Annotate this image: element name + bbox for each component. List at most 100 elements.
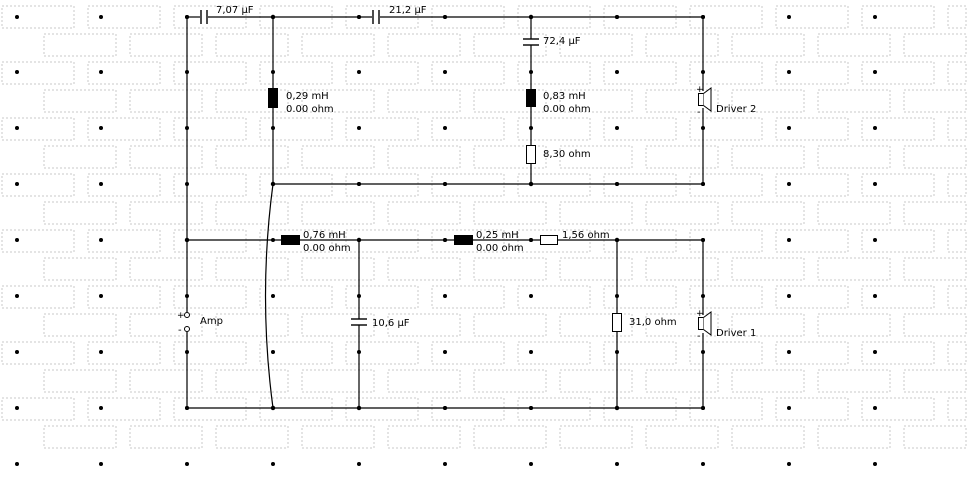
grid-dot bbox=[787, 238, 791, 242]
grid-dot bbox=[529, 462, 533, 466]
placeholder-block bbox=[1, 229, 75, 253]
grid-dot bbox=[873, 350, 877, 354]
placeholder-block bbox=[947, 173, 967, 197]
placeholder-block bbox=[861, 285, 935, 309]
placeholder-block bbox=[431, 61, 505, 85]
grid-dot bbox=[873, 462, 877, 466]
grid-dot bbox=[99, 238, 103, 242]
grid-dot bbox=[615, 462, 619, 466]
placeholder-block bbox=[731, 201, 805, 225]
placeholder-block bbox=[861, 117, 935, 141]
capacitor-c2[interactable]: 21,2 µF bbox=[372, 5, 427, 24]
wires bbox=[186, 16, 704, 409]
placeholder-block bbox=[861, 5, 935, 29]
placeholder-block bbox=[87, 285, 161, 309]
placeholder-block bbox=[259, 173, 333, 197]
inductor-l3[interactable]: 0,76 mH 0.00 ohm bbox=[281, 230, 351, 254]
inductor-l2[interactable]: 0,83 mH 0.00 ohm bbox=[526, 89, 591, 115]
placeholder-block bbox=[431, 117, 505, 141]
placeholder-block bbox=[259, 397, 333, 421]
placeholder-block bbox=[775, 229, 849, 253]
placeholder-block bbox=[645, 145, 719, 169]
placeholder-block bbox=[689, 229, 763, 253]
placeholder-block bbox=[473, 257, 547, 281]
placeholder-block bbox=[129, 369, 203, 393]
placeholder-block bbox=[345, 117, 419, 141]
placeholder-block bbox=[215, 145, 289, 169]
placeholder-block bbox=[689, 285, 763, 309]
grid-dot bbox=[99, 350, 103, 354]
placeholder-block bbox=[215, 425, 289, 449]
inductor-l4[interactable]: 0,25 mH 0.00 ohm bbox=[454, 230, 524, 254]
placeholder-block bbox=[387, 89, 461, 113]
placeholder-block bbox=[903, 145, 967, 169]
grid-dot bbox=[15, 15, 19, 19]
c2-value: 21,2 µF bbox=[389, 5, 427, 16]
l3-resistance: 0.00 ohm bbox=[303, 243, 351, 254]
placeholder-block bbox=[775, 341, 849, 365]
grid-dot bbox=[15, 70, 19, 74]
placeholder-block bbox=[903, 313, 967, 337]
placeholder-block bbox=[603, 61, 677, 85]
resistor-r1[interactable]: 8,30 ohm bbox=[526, 145, 591, 164]
amp-terminals[interactable]: + - Amp bbox=[177, 311, 223, 336]
placeholder-block bbox=[387, 33, 461, 57]
capacitor-c4[interactable]: 10,6 µF bbox=[351, 318, 410, 329]
placeholder-block bbox=[517, 117, 591, 141]
resistor-r3[interactable]: 31,0 ohm bbox=[612, 313, 677, 332]
placeholder-block bbox=[387, 145, 461, 169]
placeholder-block bbox=[903, 257, 967, 281]
driver2-minus: - bbox=[697, 107, 701, 118]
placeholder-block bbox=[473, 369, 547, 393]
placeholder-block bbox=[473, 89, 547, 113]
placeholder-block bbox=[817, 369, 891, 393]
placeholder-block bbox=[431, 397, 505, 421]
placeholder-block bbox=[947, 5, 967, 29]
placeholder-block bbox=[645, 369, 719, 393]
placeholder-block bbox=[903, 89, 967, 113]
placeholder-block bbox=[301, 89, 375, 113]
placeholder-block bbox=[645, 33, 719, 57]
placeholder-block bbox=[173, 117, 247, 141]
inductor-l1[interactable]: 0,29 mH 0.00 ohm bbox=[268, 88, 334, 115]
placeholder-block bbox=[43, 33, 117, 57]
placeholder-block bbox=[301, 369, 375, 393]
grid-dot bbox=[529, 350, 533, 354]
placeholder-block bbox=[387, 313, 461, 337]
placeholder-block bbox=[731, 33, 805, 57]
placeholder-block bbox=[215, 89, 289, 113]
placeholder-block bbox=[947, 397, 967, 421]
placeholder-block bbox=[817, 145, 891, 169]
grid-dot bbox=[787, 462, 791, 466]
placeholder-block bbox=[775, 397, 849, 421]
amp-minus: - bbox=[178, 325, 182, 336]
placeholder-block bbox=[947, 117, 967, 141]
placeholder-block bbox=[603, 341, 677, 365]
driver-1[interactable]: + - Driver 1 bbox=[696, 309, 756, 342]
placeholder-block bbox=[947, 229, 967, 253]
resistor-r2[interactable]: 1,56 ohm bbox=[540, 230, 610, 245]
driver-2[interactable]: + - Driver 2 bbox=[696, 85, 756, 118]
amp-plus: + bbox=[177, 311, 185, 321]
c3-value: 72,4 µF bbox=[543, 36, 581, 47]
placeholder-block bbox=[431, 229, 505, 253]
placeholder-block bbox=[43, 369, 117, 393]
l4-value: 0,25 mH bbox=[476, 230, 519, 241]
placeholder-block bbox=[559, 369, 633, 393]
grid-dot bbox=[15, 462, 19, 466]
placeholder-block bbox=[731, 369, 805, 393]
placeholder-block bbox=[775, 173, 849, 197]
placeholder-block bbox=[129, 33, 203, 57]
capacitor-c3[interactable]: 72,4 µF bbox=[523, 36, 581, 47]
grid-dot bbox=[443, 462, 447, 466]
capacitor-c1[interactable]: 7,07 µF bbox=[200, 5, 254, 24]
placeholder-block bbox=[775, 5, 849, 29]
placeholder-block bbox=[1, 285, 75, 309]
placeholder-block bbox=[861, 229, 935, 253]
placeholder-block bbox=[1, 341, 75, 365]
grid-dot bbox=[787, 406, 791, 410]
driver1-plus: + bbox=[696, 309, 704, 319]
grid-dot bbox=[15, 238, 19, 242]
r3-value: 31,0 ohm bbox=[629, 317, 677, 328]
